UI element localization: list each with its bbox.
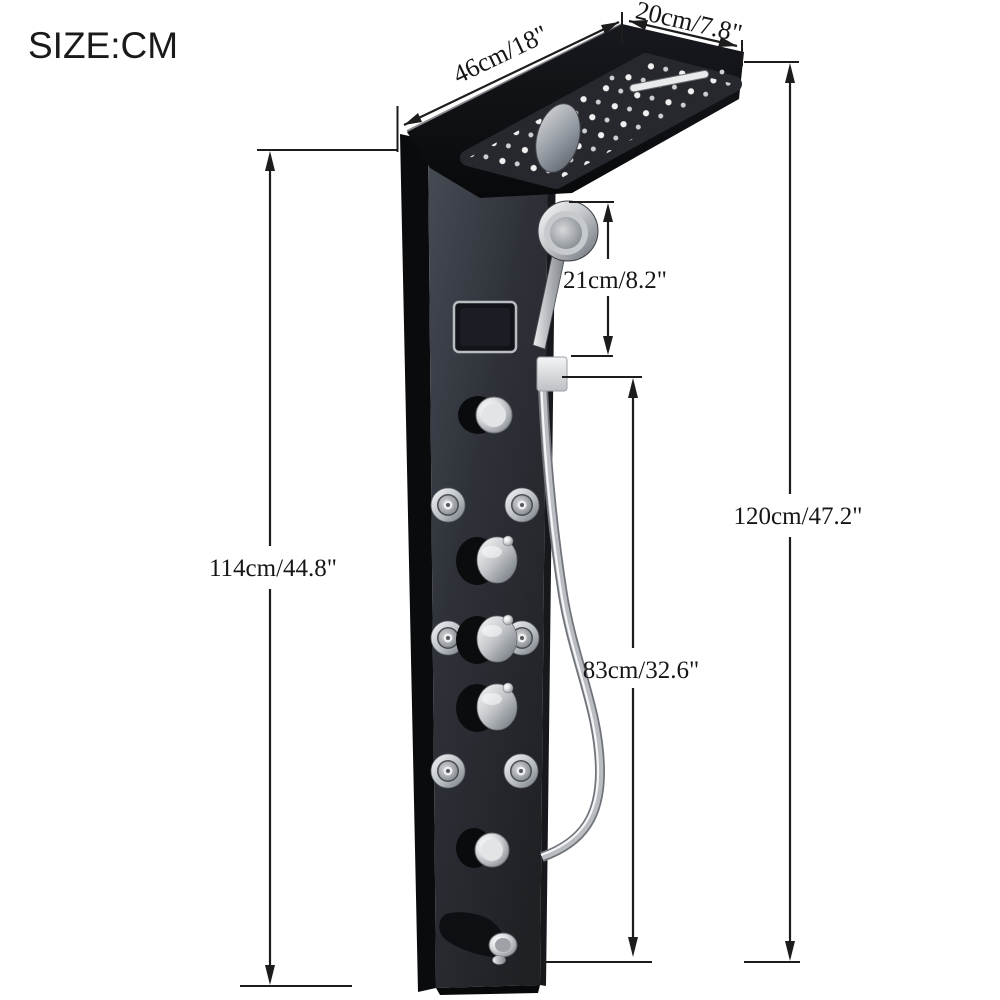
body-jet — [503, 753, 539, 789]
top-chrome-button — [458, 396, 513, 434]
size-unit-title: SIZE:CM — [28, 25, 178, 66]
arrowhead — [629, 20, 648, 30]
tub-spout — [439, 912, 518, 965]
arrowhead — [603, 336, 613, 355]
head-mount-elbow — [535, 103, 581, 173]
shower-holder-bracket — [536, 356, 568, 392]
lcd-display — [452, 300, 518, 354]
arrowhead — [785, 941, 795, 961]
body-jets — [430, 487, 540, 789]
bottom-chrome-button — [456, 828, 510, 868]
hand-shower-spray-face — [550, 217, 582, 249]
arrowhead — [404, 113, 422, 125]
dim-panel-height: 114cm/44.8" — [209, 149, 398, 987]
shower-panel-product — [400, 23, 744, 995]
dimension-line — [403, 21, 620, 126]
dimension-label: 83cm/32.6" — [583, 657, 699, 684]
arrowhead — [628, 937, 638, 957]
body-jet — [430, 487, 466, 523]
nozzle-dots — [468, 61, 734, 181]
waterfall-slot — [629, 69, 710, 93]
hand-shower — [532, 200, 606, 862]
mixer-knob — [456, 682, 518, 732]
dim-hand-shower: 21cm/8.2" — [563, 201, 667, 357]
arrowhead — [785, 63, 795, 83]
head-screw — [609, 75, 615, 81]
arrowhead — [603, 203, 613, 222]
dimension-annotations: 46cm/18" 20cm/7.8" 21cm/8.2" — [209, 0, 863, 987]
arrowhead — [265, 151, 275, 171]
dim-overall-height: 120cm/47.2" — [734, 61, 863, 963]
body-jet — [430, 753, 466, 789]
body-jet — [504, 487, 540, 523]
mixer-knobs — [456, 535, 518, 732]
body-jet — [430, 620, 466, 656]
mixer-knob — [456, 614, 518, 664]
panel-bottom-edge — [436, 985, 540, 995]
panel-side-face — [400, 134, 436, 992]
head-screw — [719, 69, 725, 75]
dimension-line — [628, 19, 738, 48]
arrowhead — [628, 378, 638, 398]
dimension-label: 21cm/8.2" — [563, 267, 667, 294]
arrowhead — [265, 965, 275, 985]
dim-hose-height: 83cm/32.6" — [543, 376, 699, 963]
arrowhead — [601, 22, 619, 34]
dimension-label: 114cm/44.8" — [209, 555, 337, 582]
spout-aerator — [492, 955, 506, 965]
dimension-label: 120cm/47.2" — [734, 503, 863, 530]
mixer-knob — [456, 535, 518, 585]
arrowhead — [718, 37, 737, 47]
